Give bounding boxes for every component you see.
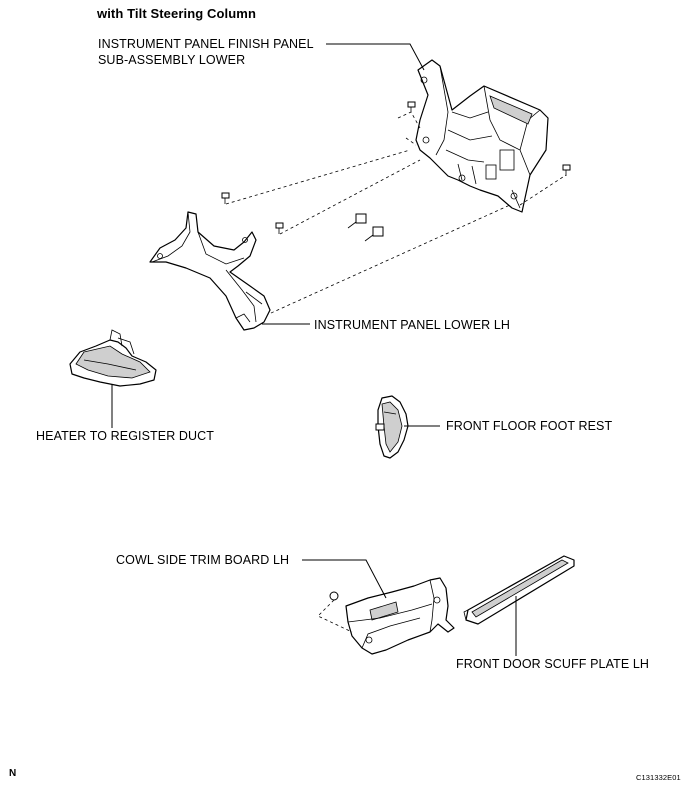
cowl-side-trim-board-lh-part (345, 577, 455, 655)
clip-group (347, 213, 384, 242)
front-floor-foot-rest-part (375, 395, 409, 459)
orientation-mark: N (9, 768, 17, 779)
instrument-panel-lower-lh-part (149, 211, 271, 331)
cowl-side-alignment-line (317, 599, 353, 633)
heater-to-register-duct-part (69, 329, 157, 387)
label-finish-panel-line2: SUB-ASSEMBLY LOWER (98, 53, 246, 67)
figure-code: C131332E01 (636, 773, 681, 782)
bolt-group (221, 101, 571, 234)
label-front-door-scuff-plate-lh: FRONT DOOR SCUFF PLATE LH (456, 657, 650, 671)
label-heater-to-register-duct: HEATER TO REGISTER DUCT (36, 429, 215, 443)
leader-finish-panel (326, 43, 425, 71)
leader-lines (111, 43, 517, 656)
label-finish-panel-line1: INSTRUMENT PANEL FINISH PANEL (98, 37, 314, 51)
bolt-icon (275, 222, 284, 234)
instrument-panel-finish-panel-part (415, 59, 549, 213)
label-cowl-side-trim-board-lh: COWL SIDE TRIM BOARD LH (116, 553, 290, 567)
bolt-icon (221, 192, 230, 204)
label-front-floor-foot-rest: FRONT FLOOR FOOT REST (446, 419, 613, 433)
clip-icon (347, 213, 367, 229)
front-door-scuff-plate-lh-part (463, 555, 575, 625)
label-instrument-panel-lower-lh: INSTRUMENT PANEL LOWER LH (314, 318, 511, 332)
leader-cowl-side (302, 559, 387, 599)
diagram-title: with Tilt Steering Column (97, 6, 256, 21)
alignment-lines (225, 111, 567, 319)
bolt-icon (407, 101, 416, 112)
bolt-icon (562, 164, 571, 176)
clip-icon (329, 591, 339, 601)
clip-icon (364, 226, 384, 242)
